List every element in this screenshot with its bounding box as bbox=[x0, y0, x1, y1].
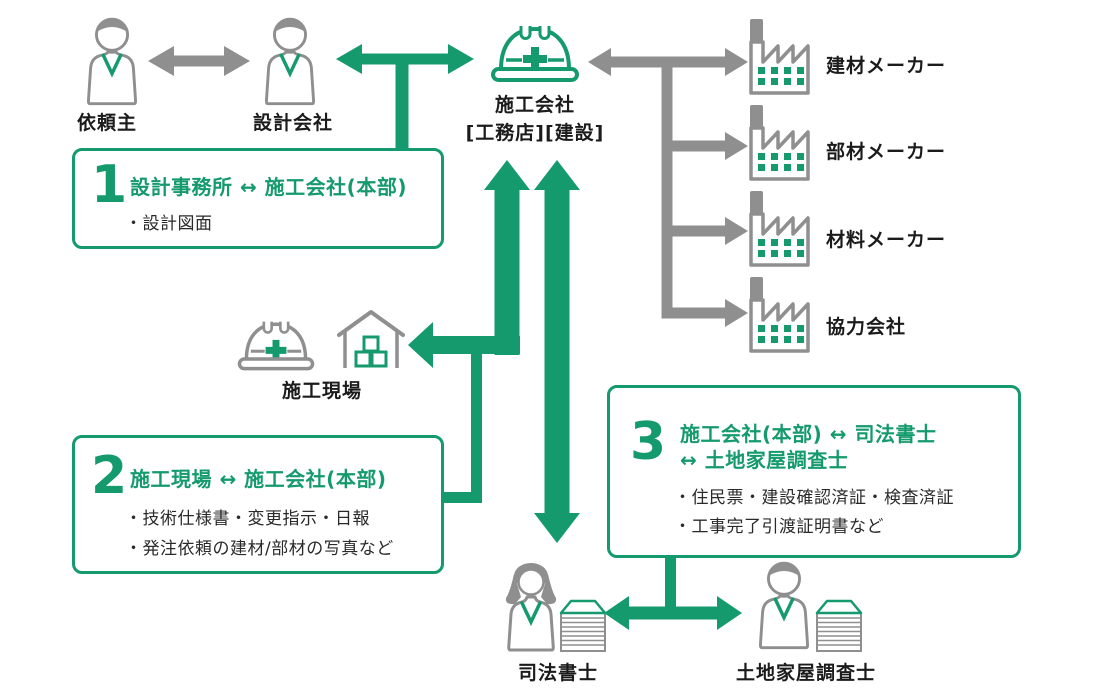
arrow-client-design bbox=[148, 46, 250, 76]
material-maker-label: 材料メーカー bbox=[826, 229, 947, 251]
callout-1-item: ・設計図面 bbox=[125, 214, 213, 234]
callout-1: 1 設計事務所 ↔ 施工会社(本部) ・設計図面 bbox=[72, 148, 444, 249]
callout-2-number: 2 bbox=[91, 446, 128, 506]
callout-3-title-line2: ↔ 土地家屋調査士 bbox=[680, 448, 849, 472]
construction-site-label: 施工現場 bbox=[281, 380, 362, 402]
component-maker-label: 部材メーカー bbox=[826, 141, 947, 163]
callout-3-item-2: ・工事完了引渡証明書など bbox=[674, 517, 884, 537]
scrivener-documents-stack-icon bbox=[556, 596, 610, 654]
arrow-construction-manufacturers bbox=[588, 48, 748, 327]
surveyor-documents-stack-icon bbox=[812, 596, 866, 654]
design-company-label: 設計会社 bbox=[252, 112, 333, 134]
callout-3-number: 3 bbox=[630, 412, 667, 472]
judicial-scrivener-label: 司法書士 bbox=[517, 662, 598, 684]
callout-2-item-2: ・発注依頼の建材/部材の写真など bbox=[125, 539, 394, 559]
arrow-scrivener-surveyor bbox=[604, 552, 742, 630]
callout-2-title: 施工現場 ↔ 施工会社(本部) bbox=[130, 467, 387, 491]
building-material-maker-factory-icon bbox=[742, 17, 816, 95]
partner-company-label: 協力会社 bbox=[826, 316, 907, 338]
construction-company-label: 施工会社 bbox=[494, 94, 575, 116]
material-maker-factory-icon bbox=[742, 189, 816, 267]
design-company-person-icon bbox=[256, 12, 324, 108]
arrow-site-construction bbox=[408, 160, 530, 503]
partner-company-factory-icon bbox=[742, 275, 816, 353]
client-label: 依頼主 bbox=[76, 112, 137, 134]
building-material-maker-label: 建材メーカー bbox=[826, 55, 947, 77]
land-surveyor-label: 土地家屋調査士 bbox=[735, 662, 876, 684]
construction-site-house-icon bbox=[336, 306, 406, 372]
callout-2-item-1: ・技術仕様書・変更指示・日報 bbox=[125, 509, 370, 529]
construction-company-helmet-icon bbox=[489, 22, 581, 86]
component-maker-factory-icon bbox=[742, 103, 816, 181]
callout-3: 3 施工会社(本部) ↔ 司法書士 ↔ 土地家屋調査士 ・住民票・建設確認済証・… bbox=[607, 385, 1021, 558]
judicial-scrivener-person-icon bbox=[498, 558, 564, 652]
callout-2: 2 施工現場 ↔ 施工会社(本部) ・技術仕様書・変更指示・日報 ・発注依頼の建… bbox=[72, 435, 444, 574]
callout-1-title: 設計事務所 ↔ 施工会社(本部) bbox=[130, 175, 407, 199]
callout-3-item-1: ・住民票・建設確認済証・検査済証 bbox=[674, 488, 954, 508]
land-surveyor-person-icon bbox=[750, 556, 818, 652]
construction-site-helmet-icon bbox=[236, 318, 316, 374]
arrow-design-construction bbox=[336, 44, 474, 149]
client-person-icon bbox=[78, 12, 146, 108]
callout-3-title-line1: 施工会社(本部) ↔ 司法書士 bbox=[680, 422, 937, 446]
callout-1-number: 1 bbox=[91, 155, 128, 215]
construction-company-sublabel: [工務店][建設] bbox=[465, 122, 605, 144]
arrow-construction-scrivener bbox=[534, 160, 580, 543]
